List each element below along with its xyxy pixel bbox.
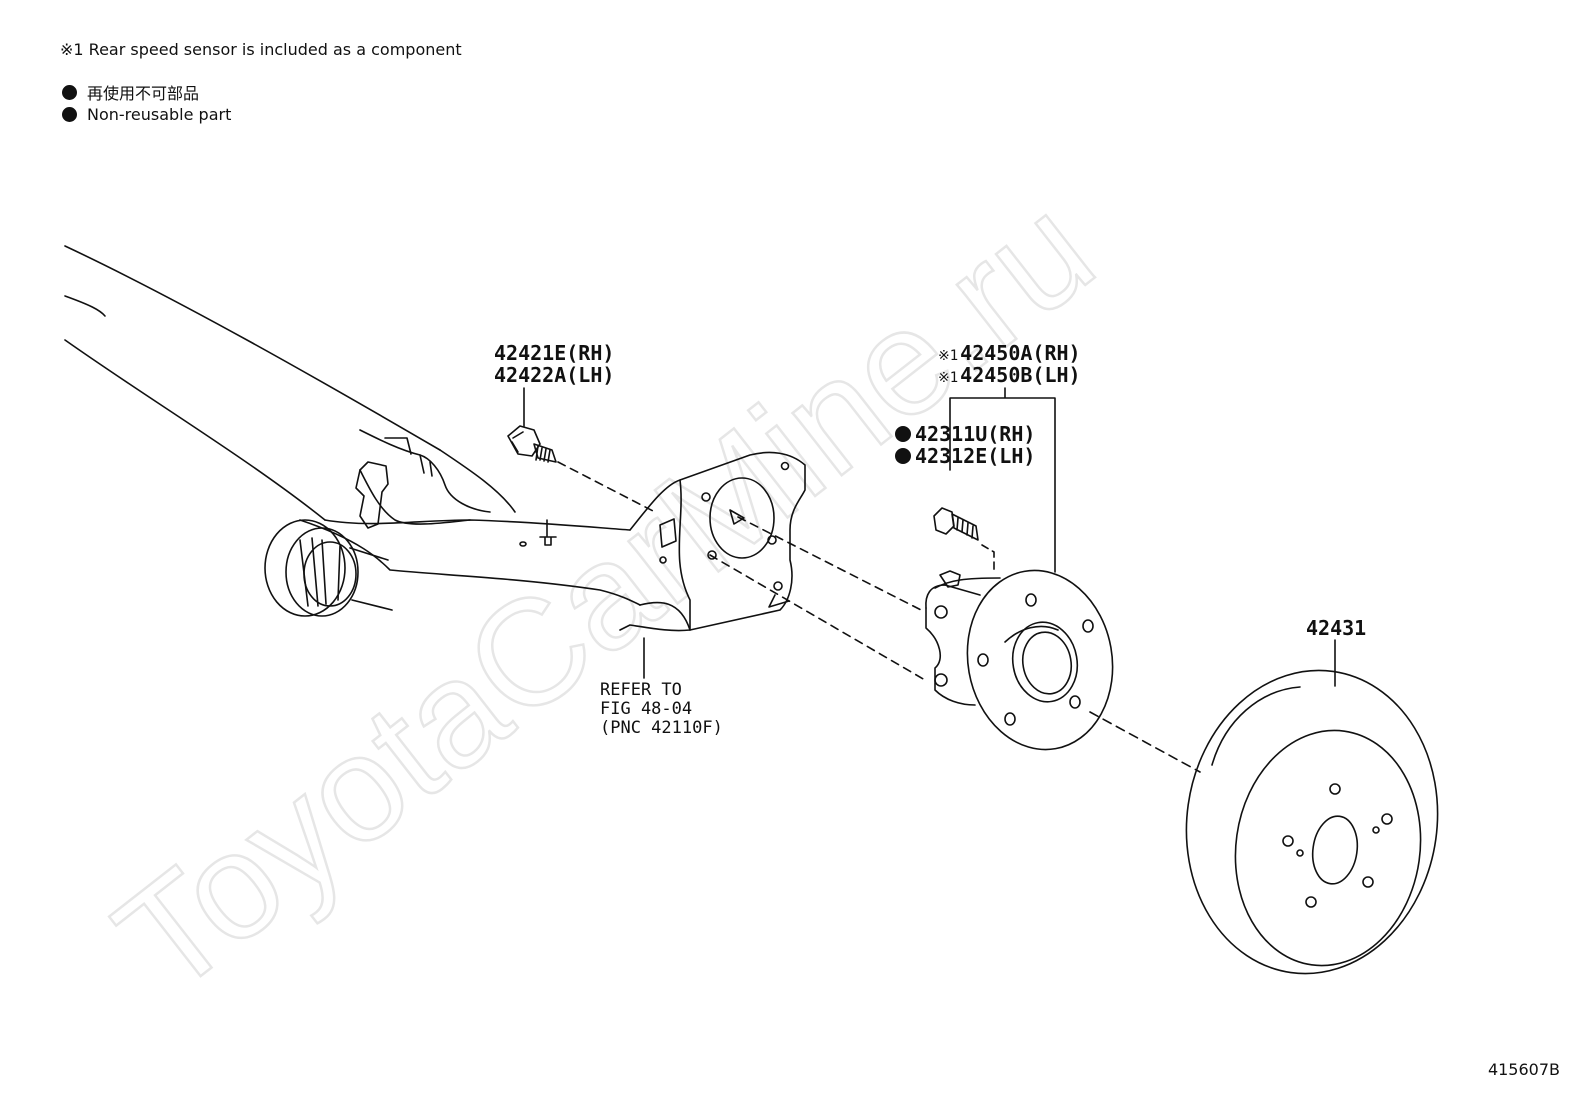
rear-axle-beam: [64, 245, 641, 617]
hub-bearing-assembly: [925, 569, 1114, 751]
dash-hub-lower: [709, 554, 926, 681]
dash-stud: [981, 544, 995, 573]
bullet-icon: [62, 107, 77, 122]
figure-number: 415607B: [1487, 1060, 1560, 1079]
hub-prefix: ※1: [938, 348, 959, 364]
non-reusable-icon: [895, 448, 911, 464]
dash-bolt: [557, 461, 656, 513]
leader-hub-bracket: [949, 387, 1056, 573]
label-disc[interactable]: 42431: [1306, 616, 1367, 640]
legend-non-reusable-en: Non-reusable part: [62, 105, 231, 124]
legend-en-text: Non-reusable part: [87, 105, 232, 124]
refer-line-3: (PNC 42110F): [600, 718, 723, 738]
brake-disc: [1185, 669, 1439, 975]
refer-line-1: REFER TO: [600, 680, 682, 700]
dash-disc: [1089, 711, 1201, 773]
hub-rh-code: 42450A(RH): [960, 341, 1081, 365]
dash-hub-upper: [737, 516, 926, 613]
legend-non-reusable-jp: 再使用不可部品: [62, 80, 199, 104]
hub-prefix: ※1: [938, 370, 959, 386]
legend-jp-text: 再使用不可部品: [87, 84, 200, 103]
non-reusable-icon: [895, 426, 911, 442]
stud-rh-code: 42311U(RH): [915, 422, 1036, 446]
label-bolt-rh[interactable]: 42421E(RH): [494, 341, 615, 365]
axle-carrier-plate: [619, 451, 806, 632]
label-bolt-lh[interactable]: 42422A(LH): [494, 363, 615, 387]
hub-stud: [933, 507, 979, 541]
label-stud-rh[interactable]: 42311U(RH): [895, 423, 1035, 445]
stud-lh-code: 42312E(LH): [915, 444, 1036, 468]
refer-line-2[interactable]: FIG 48-04: [600, 699, 693, 719]
label-stud-lh[interactable]: 42312E(LH): [895, 445, 1035, 467]
bullet-icon: [62, 84, 77, 100]
bolt: [507, 425, 557, 463]
component-note: ※1 Rear speed sensor is included as a co…: [60, 40, 462, 59]
hub-lh-code: 42450B(LH): [960, 363, 1081, 387]
